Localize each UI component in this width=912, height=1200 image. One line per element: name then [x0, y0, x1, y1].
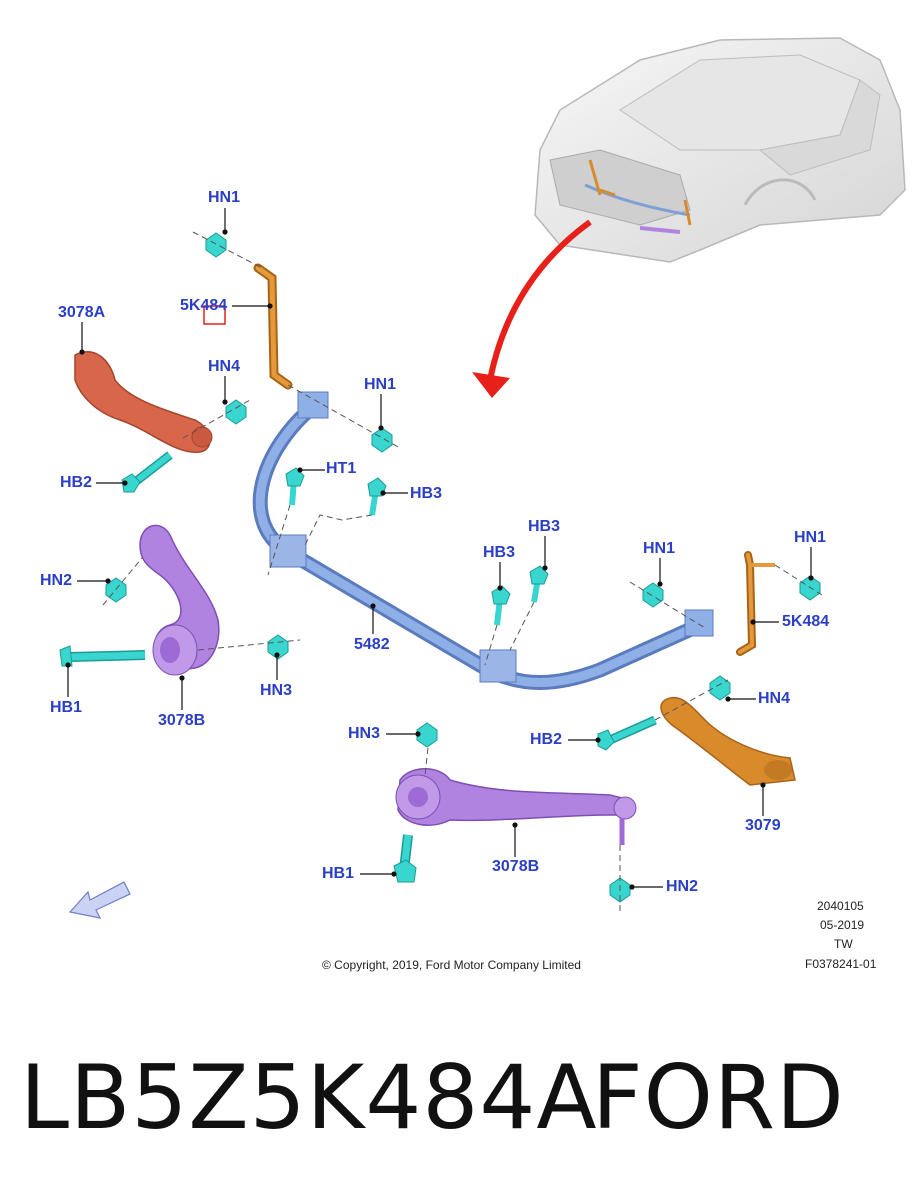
callout-5482: 5482 — [354, 636, 390, 653]
control-arm-3079 — [660, 696, 796, 786]
callout-hn1-center: HN1 — [364, 376, 397, 393]
callout-hb3-c: HB3 — [528, 518, 561, 535]
figure-date: 05-2019 — [820, 918, 865, 932]
control-arm-3078b-right — [395, 768, 637, 845]
callout-hn4-right: HN4 — [758, 690, 791, 707]
bolt-hb1-b — [393, 834, 417, 883]
callout-hn4-left: HN4 — [208, 358, 241, 375]
callout-hn1-top-left: HN1 — [208, 189, 241, 206]
callout-hn2-left: HN2 — [40, 572, 73, 589]
control-arm-3078a — [74, 351, 213, 453]
bolt-hb3-b — [491, 585, 511, 626]
exploded-diagram — [59, 37, 906, 919]
nut-hn3-b — [416, 722, 438, 748]
callout-hn3-right: HN3 — [348, 725, 381, 742]
nut-hn4-a — [225, 399, 247, 425]
diagram-canvas: HN1 5K484 3078A HN4 HB2 HN1 HT1 HB3 HN2 … — [40, 37, 906, 972]
callout-3078a: 3078A — [58, 304, 106, 321]
callout-hb1-left: HB1 — [50, 699, 83, 716]
nut-hn1-b — [371, 427, 393, 453]
copyright-notice: © Copyright, 2019, Ford Motor Company Li… — [322, 958, 581, 972]
figure-region: TW — [834, 937, 853, 951]
red-arrow-icon — [472, 219, 592, 398]
bolt-ht1 — [285, 467, 305, 506]
figure-id: F0378241-01 — [805, 957, 877, 971]
callout-hb1-right: HB1 — [322, 865, 355, 882]
nut-hn1-a — [205, 232, 227, 258]
car-illustration — [534, 37, 906, 263]
stabilizer-link-right — [736, 551, 775, 656]
figure-code: 2040105 — [817, 899, 864, 913]
bolt-hb3-a — [367, 477, 387, 516]
highlight-box — [203, 305, 226, 325]
nut-hn1-c — [642, 582, 664, 608]
callout-ht1: HT1 — [326, 460, 357, 477]
callout-3079: 3079 — [745, 817, 781, 834]
callout-hb2-right: HB2 — [530, 731, 563, 748]
callout-hb2-left: HB2 — [60, 474, 93, 491]
callout-hn1-right-a: HN1 — [643, 540, 676, 557]
bolt-hb1-a — [59, 645, 146, 667]
orientation-arrow-icon — [68, 881, 131, 919]
bolt-hb3-c — [529, 565, 549, 603]
nut-hn4-b — [709, 675, 731, 701]
callout-5k484-left: 5K484 — [180, 297, 228, 314]
bolt-hb2-a — [121, 451, 173, 493]
stabilizer-link-left — [203, 263, 293, 390]
callout-hn2-right: HN2 — [666, 878, 699, 895]
callout-hn3-left: HN3 — [260, 682, 293, 699]
callout-hb3-a: HB3 — [410, 485, 443, 502]
bolt-hb2-b — [597, 715, 657, 751]
leader-lines — [65, 208, 814, 890]
callout-hb3-b: HB3 — [483, 544, 516, 561]
callout-3078b-left: 3078B — [158, 712, 206, 729]
callout-3078b-right: 3078B — [492, 858, 540, 875]
assembly-lines — [102, 231, 823, 912]
brand-name: FORD — [592, 1046, 845, 1149]
callout-5k484-right: 5K484 — [782, 613, 830, 630]
callout-hn1-right-b: HN1 — [794, 529, 827, 546]
stabilizer-bar — [252, 391, 714, 690]
nut-hn3-a — [267, 634, 289, 660]
fasteners — [59, 232, 821, 903]
part-number: LB5Z5K484A — [20, 1046, 598, 1149]
control-arm-3078b-left — [139, 524, 220, 676]
